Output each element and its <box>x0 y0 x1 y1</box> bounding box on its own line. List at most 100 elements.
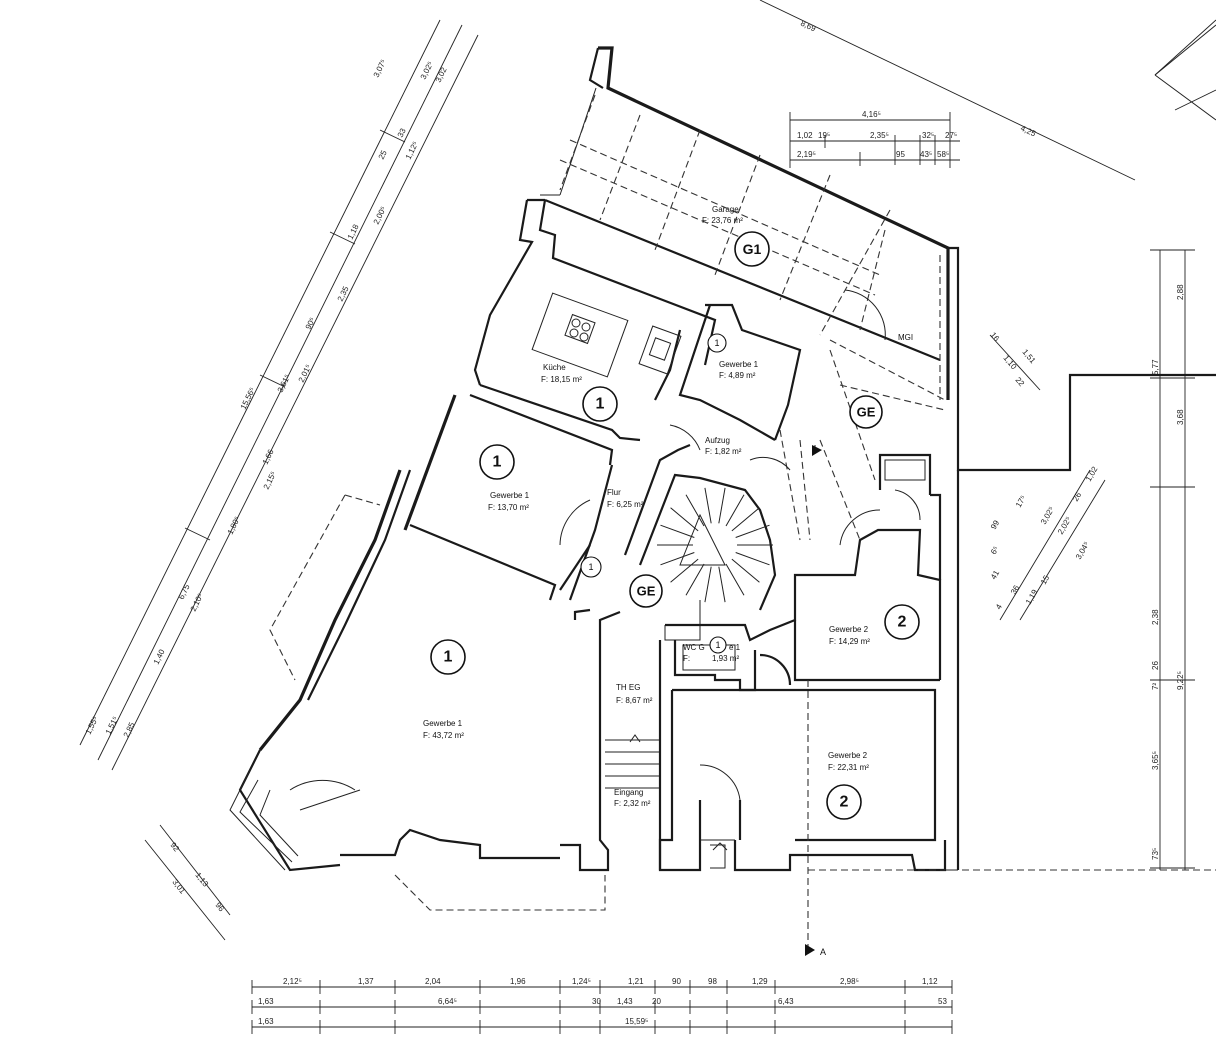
stair-tread <box>718 566 726 603</box>
svg-text:17⁵: 17⁵ <box>1014 494 1028 509</box>
svg-text:98: 98 <box>708 977 717 986</box>
svg-text:1,02: 1,02 <box>797 131 813 140</box>
svg-text:3,68: 3,68 <box>1176 409 1185 425</box>
svg-text:22: 22 <box>1013 376 1026 389</box>
room-gewerbe1-large: Gewerbe 1 F: 43,72 m² <box>423 719 464 740</box>
svg-text:GE: GE <box>637 584 656 599</box>
svg-text:3,02⁵: 3,02⁵ <box>419 60 435 81</box>
room-kueche: Küche F: 18,15 m² <box>541 363 582 384</box>
stair-tread <box>731 558 760 583</box>
svg-text:1: 1 <box>444 649 453 666</box>
stair-tread <box>685 563 705 596</box>
room-gewerbe2-upper: Gewerbe 2 F: 14,29 m² <box>829 625 870 646</box>
stair-tread <box>735 552 770 566</box>
svg-text:4: 4 <box>994 602 1004 611</box>
svg-text:6,75: 6,75 <box>177 582 192 600</box>
svg-text:2,88: 2,88 <box>1176 284 1185 300</box>
svg-text:GE: GE <box>857 405 876 420</box>
room-gewerbe2-lower: Gewerbe 2 F: 22,31 m² <box>828 751 869 772</box>
svg-text:1,12: 1,12 <box>922 977 938 986</box>
room-area: F: 1,82 m² <box>705 447 742 456</box>
svg-text:1,21: 1,21 <box>628 977 644 986</box>
svg-text:1,40: 1,40 <box>152 647 167 665</box>
room-name: Aufzug <box>705 436 730 445</box>
svg-text:73⁵: 73⁵ <box>1151 848 1160 860</box>
svg-text:3,65⁵: 3,65⁵ <box>1151 751 1160 770</box>
mgi-label: MGI <box>898 333 913 342</box>
svg-text:2,10⁵: 2,10⁵ <box>189 592 205 613</box>
room-name: Flur <box>607 488 621 497</box>
svg-text:9,22⁵: 9,22⁵ <box>1176 671 1185 690</box>
svg-text:90⁵: 90⁵ <box>304 316 317 331</box>
room-name: WC G <box>683 643 705 652</box>
dim-top-diag-1: 8,69 <box>799 19 817 34</box>
stair-tread <box>718 487 726 524</box>
room-labels: Garage F: 23,76 m² Küche F: 18,15 m² Gew… <box>423 205 913 957</box>
svg-text:2,35⁵: 2,35⁵ <box>870 131 889 140</box>
room-area: F: 23,76 m² <box>702 216 743 225</box>
stair-tread <box>731 507 760 532</box>
stair-tread <box>725 494 745 527</box>
unit-marker-gewerbe2-lower: 2 <box>826 784 862 820</box>
svg-text:1,02: 1,02 <box>1084 465 1100 483</box>
unit-marker-g1: G1 <box>734 231 770 267</box>
svg-text:6,64⁵: 6,64⁵ <box>438 997 457 1006</box>
stair-tread <box>735 524 770 538</box>
svg-text:25: 25 <box>377 148 389 160</box>
svg-text:15,56⁵: 15,56⁵ <box>239 386 257 411</box>
svg-text:1,66: 1,66 <box>261 447 276 465</box>
svg-text:2,98⁵: 2,98⁵ <box>840 977 859 986</box>
svg-text:1,29: 1,29 <box>752 977 768 986</box>
dimension-labels: 8,69 4,25 4,16⁵ 1,02 19⁵ 2,35⁵ 32⁵ 27⁵ 2… <box>84 19 1185 1026</box>
svg-text:1: 1 <box>714 338 719 348</box>
room-name: Gewerbe 2 <box>828 751 868 760</box>
stair-tread <box>660 524 695 538</box>
svg-text:1,24⁵: 1,24⁵ <box>572 977 591 986</box>
svg-text:1,43: 1,43 <box>617 997 633 1006</box>
svg-text:26: 26 <box>1151 661 1160 670</box>
room-name: Eingang <box>614 788 643 797</box>
room-area: F: 14,29 m² <box>829 637 870 646</box>
stair-tread <box>704 566 712 603</box>
unit-marker-gewerbe2-upper: 2 <box>884 604 920 640</box>
svg-text:1: 1 <box>588 562 593 572</box>
svg-text:1: 1 <box>493 454 502 471</box>
ge-marker-upper: GE <box>849 395 883 429</box>
dim-top-diag-2: 4,25 <box>1019 124 1037 139</box>
room-name: Gewerbe 2 <box>829 625 869 634</box>
svg-text:6⁵: 6⁵ <box>989 545 1001 556</box>
svg-text:1,55⁵: 1,55⁵ <box>84 715 100 736</box>
svg-text:G1: G1 <box>743 241 762 257</box>
unit-marker-wc: 1 <box>709 636 727 654</box>
svg-text:1,10: 1,10 <box>1001 354 1018 372</box>
svg-text:2: 2 <box>840 794 849 811</box>
room-wc: WC G e 1 F: 1,93 m² <box>683 643 741 663</box>
svg-text:1,19: 1,19 <box>1024 588 1040 606</box>
room-area: F: 18,15 m² <box>541 375 582 384</box>
svg-text:2,04: 2,04 <box>425 977 441 986</box>
room-name: Gewerbe 1 <box>490 491 530 500</box>
svg-text:1: 1 <box>596 396 605 413</box>
unit-marker-gewerbe1-small: 1 <box>707 333 727 353</box>
room-area: F: 43,72 m² <box>423 731 464 740</box>
section-label: A <box>820 947 826 957</box>
svg-text:2,38: 2,38 <box>1151 609 1160 625</box>
svg-text:30: 30 <box>592 997 601 1006</box>
room-area: F: 8,67 m² <box>616 696 653 705</box>
svg-text:53: 53 <box>938 997 947 1006</box>
room-area: F: 2,32 m² <box>614 799 651 808</box>
room-area: F: 22,31 m² <box>828 763 869 772</box>
svg-text:1,63: 1,63 <box>258 997 274 1006</box>
svg-text:2,19⁵: 2,19⁵ <box>797 150 816 159</box>
room-name: Küche <box>543 363 566 372</box>
svg-text:3,02: 3,02 <box>434 65 449 83</box>
room-area: 1,93 m² <box>712 654 739 663</box>
svg-text:6,43: 6,43 <box>778 997 794 1006</box>
room-garage: Garage F: 23,76 m² <box>702 205 743 225</box>
room-name: TH EG <box>616 683 640 692</box>
unit-marker-kueche: 1 <box>582 386 618 422</box>
svg-text:3,02⁵: 3,02⁵ <box>1039 505 1056 526</box>
room-name: Gewerbe 1 <box>719 360 759 369</box>
room-area-prefix: F: <box>683 654 690 663</box>
